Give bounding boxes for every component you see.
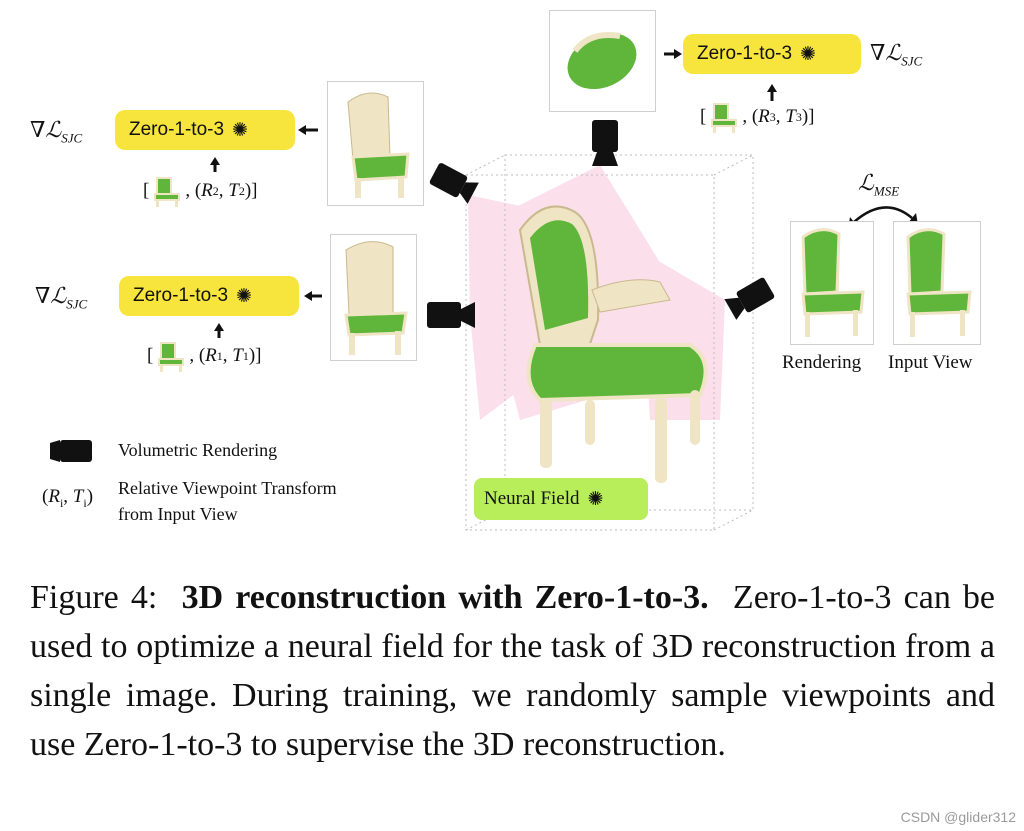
neural-field-box: Neural Field ✺ — [474, 478, 648, 520]
sjc-gradient-1: ∇ℒSJC — [35, 283, 88, 312]
legend-transform-desc-line1: Relative Viewpoint Transform — [118, 478, 337, 498]
caption-prefix: Figure 4: — [30, 579, 158, 616]
sjc-gradient-2: ∇ℒSJC — [30, 117, 83, 146]
zero123-label: Zero-1-to-3 — [129, 119, 225, 140]
input-chair-thumbnail — [154, 177, 181, 207]
caption-bold-title: 3D reconstruction with Zero-1-to-3. — [181, 579, 709, 616]
chair-3d — [518, 205, 708, 483]
zero123-box-3: Zero-1-to-3 ✺ — [683, 34, 861, 74]
sampled-view-2 — [327, 81, 424, 206]
zero123-label: Zero-1-to-3 — [133, 285, 229, 306]
legend-transform-symbol: (Ri, Ti) — [42, 486, 94, 510]
network-icon: ✺ — [800, 43, 816, 65]
input-view — [893, 221, 981, 345]
mse-arc-arrow — [853, 206, 913, 223]
watermark: CSDN @glider312 — [900, 809, 1016, 825]
input-chair-thumbnail — [158, 342, 185, 372]
sjc-gradient-3: ∇ℒSJC — [870, 40, 923, 69]
zero123-label: Zero-1-to-3 — [697, 43, 793, 64]
mse-loss: ℒMSE — [858, 170, 900, 199]
network-icon: ✺ — [236, 285, 252, 307]
caption-body: Zero-1-to-3 can be used to optimize a ne… — [30, 579, 996, 763]
legend-transform-desc-line2: from Input View — [118, 504, 238, 524]
camera-icon — [592, 120, 618, 166]
legend-volumetric-rendering: Volumetric Rendering — [118, 440, 278, 460]
input-view-label: Input View — [888, 352, 973, 373]
sampled-view-top — [549, 10, 656, 112]
rendering-view — [790, 221, 874, 345]
network-icon: ✺ — [232, 119, 248, 141]
neural-field-scene — [210, 49, 918, 531]
network-icon: ✺ — [587, 488, 604, 510]
legend-camera-icon — [50, 440, 92, 462]
zero123-box-2: Zero-1-to-3 ✺ — [115, 110, 295, 150]
camera-icon — [427, 302, 475, 328]
input-chair-thumbnail — [711, 103, 738, 133]
camera-icon — [724, 277, 775, 320]
rendering-label: Rendering — [782, 352, 862, 373]
zero123-box-1: Zero-1-to-3 ✺ — [119, 276, 299, 316]
arrows — [210, 49, 777, 338]
sampled-view-1 — [330, 234, 417, 361]
figure-caption: Figure 4: 3D reconstruction with Zero-1-… — [30, 573, 995, 769]
camera-icon — [429, 163, 479, 204]
neural-field-label: Neural Field — [484, 488, 580, 509]
